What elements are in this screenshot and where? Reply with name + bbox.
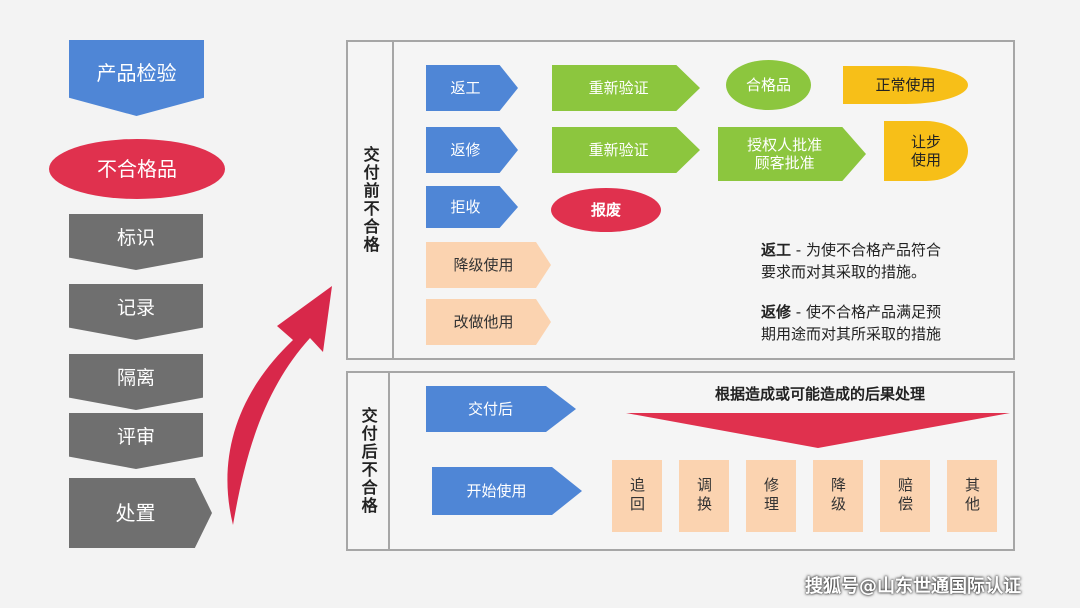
concession-use-box: 让步 使用 bbox=[884, 121, 968, 181]
qualified-product-ellipse: 合格品 bbox=[726, 60, 811, 110]
consequence-title: 根据造成或可能造成的后果处理 bbox=[714, 385, 925, 403]
rework-definition-line2: 要求而对其采取的措施。 bbox=[761, 262, 927, 281]
downgrade-use-label: 降级使用 bbox=[453, 256, 514, 274]
consequence-funnel-shape bbox=[626, 413, 1010, 448]
before-delivery-label-column: 交付前不合格 bbox=[348, 42, 394, 358]
after-delivery-label-column: 交付后不合格 bbox=[348, 373, 390, 549]
rework-arrow: 返工 bbox=[426, 65, 518, 111]
action-repair-label: 修理 bbox=[762, 477, 780, 515]
scrap-ellipse: 报废 bbox=[551, 188, 661, 232]
review-label: 评审 bbox=[116, 425, 155, 448]
identification-label: 标识 bbox=[116, 226, 155, 249]
customer-approval-label: 顾客批准 bbox=[754, 154, 815, 172]
reverify-arrow-2: 重新验证 bbox=[552, 127, 700, 173]
repair-term: 返修 bbox=[761, 303, 792, 321]
qualified-product-label: 合格品 bbox=[745, 76, 791, 94]
after-delivery-arrow: 交付后 bbox=[426, 386, 576, 432]
action-downgrade-box: 降级 bbox=[813, 460, 863, 532]
concession-label-2: 使用 bbox=[910, 151, 941, 169]
repurpose-arrow: 改做他用 bbox=[426, 299, 551, 345]
after-delivery-label: 交付后不合格 bbox=[358, 407, 378, 515]
product-inspection-label: 产品检验 bbox=[96, 61, 177, 85]
before-delivery-label: 交付前不合格 bbox=[360, 146, 380, 254]
repurpose-label: 改做他用 bbox=[453, 313, 514, 331]
curved-up-arrow-icon bbox=[227, 286, 332, 525]
action-recall-box: 追回 bbox=[612, 460, 662, 532]
review-step: 评审 bbox=[69, 413, 203, 469]
watermark-text: 搜狐号@山东世通国际认证 bbox=[805, 576, 1021, 597]
nonconforming-product-label: 不合格品 bbox=[97, 157, 177, 181]
action-downgrade-label: 降级 bbox=[829, 477, 847, 515]
reverify-label-1: 重新验证 bbox=[588, 79, 649, 97]
action-replace-label: 调换 bbox=[695, 477, 713, 515]
scrap-label: 报废 bbox=[590, 201, 621, 219]
disposal-label: 处置 bbox=[115, 501, 156, 525]
reverify-arrow-1: 重新验证 bbox=[552, 65, 700, 111]
rework-label: 返工 bbox=[450, 79, 481, 97]
repair-definition-line1: - 使不合格产品满足预 bbox=[791, 303, 941, 321]
record-step: 记录 bbox=[69, 284, 203, 340]
concession-label-1: 让步 bbox=[910, 133, 941, 151]
rework-term: 返工 bbox=[761, 241, 792, 259]
isolation-step: 隔离 bbox=[69, 354, 203, 410]
isolation-label: 隔离 bbox=[116, 366, 155, 389]
product-inspection-step: 产品检验 bbox=[69, 40, 204, 116]
action-recall-label: 追回 bbox=[628, 477, 646, 515]
rework-definition: 返工 - 为使不合格产品符合 要求而对其采取的措施。 bbox=[761, 240, 996, 284]
reject-label: 拒收 bbox=[450, 198, 481, 216]
nonconforming-product-ellipse: 不合格品 bbox=[49, 139, 225, 199]
after-delivery-arrow-label: 交付后 bbox=[467, 400, 513, 418]
action-compensate-box: 赔偿 bbox=[880, 460, 930, 532]
disposal-step: 处置 bbox=[69, 478, 212, 548]
reject-arrow: 拒收 bbox=[426, 186, 518, 228]
action-replace-box: 调换 bbox=[679, 460, 729, 532]
start-use-arrow: 开始使用 bbox=[432, 467, 582, 515]
authorization-arrow: 授权人批准 顾客批准 bbox=[718, 127, 866, 181]
action-compensate-label: 赔偿 bbox=[896, 477, 914, 515]
normal-use-box: 正常使用 bbox=[843, 66, 968, 104]
repair-label: 返修 bbox=[450, 141, 481, 159]
reverify-label-2: 重新验证 bbox=[588, 141, 649, 159]
downgrade-use-arrow: 降级使用 bbox=[426, 242, 551, 288]
start-use-label: 开始使用 bbox=[466, 482, 527, 500]
normal-use-label: 正常使用 bbox=[875, 76, 936, 94]
identification-step: 标识 bbox=[69, 214, 203, 270]
action-other-label: 其他 bbox=[963, 477, 981, 515]
rework-definition-line1: - 为使不合格产品符合 bbox=[791, 241, 941, 259]
action-other-box: 其他 bbox=[947, 460, 997, 532]
repair-definition: 返修 - 使不合格产品满足预 期用途而对其所采取的措施 bbox=[761, 302, 996, 346]
repair-arrow: 返修 bbox=[426, 127, 518, 173]
authorizer-approval-label: 授权人批准 bbox=[747, 136, 823, 154]
action-repair-box: 修理 bbox=[746, 460, 796, 532]
record-label: 记录 bbox=[116, 296, 155, 319]
repair-definition-line2: 期用途而对其所采取的措施 bbox=[761, 324, 942, 343]
